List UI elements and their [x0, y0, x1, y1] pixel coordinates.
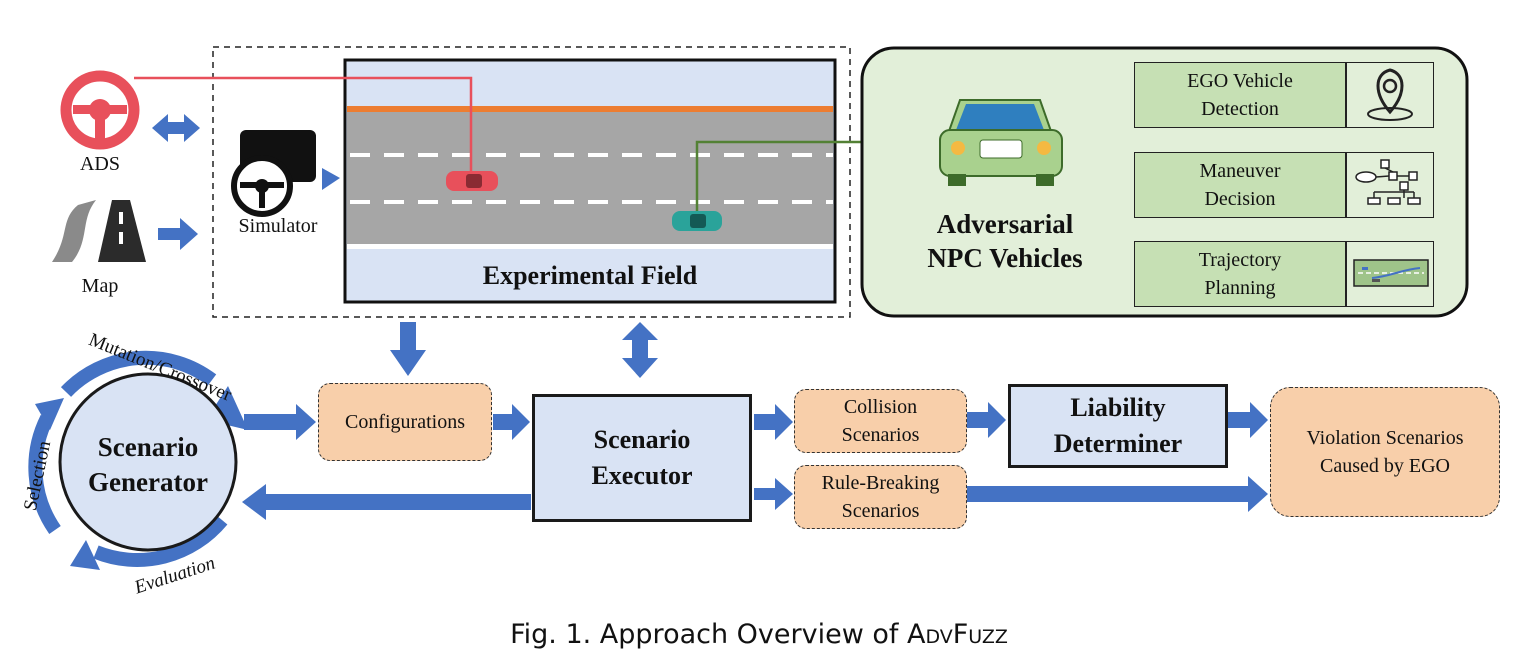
rule-breaking-scenarios-box: Rule-Breaking Scenarios: [794, 465, 967, 529]
npc-title: Adversarial NPC Vehicles: [900, 208, 1110, 276]
executor-to-collision-arrow: [754, 404, 793, 440]
liability-to-violation-arrow: [1228, 402, 1268, 438]
executor-line1: Scenario: [593, 424, 691, 454]
simulator-to-field-arrow: [322, 168, 340, 190]
maneuver-decision-icon-tile: [1346, 152, 1434, 218]
decision-tree-icon: [1355, 159, 1421, 205]
module-line2: Planning: [1204, 277, 1276, 299]
module-line1: Maneuver: [1199, 160, 1281, 182]
simulator-label: Simulator: [238, 215, 318, 237]
ads-label: ADS: [79, 153, 120, 175]
figure-caption: Fig. 1. Approach Overview of AdvFuzz: [300, 618, 1218, 652]
module-line1: Trajectory: [1198, 249, 1282, 271]
trajectory-planning-icon-tile: [1346, 241, 1434, 307]
experimental-field-title: Experimental Field: [482, 261, 698, 290]
violation-line1: Violation Scenarios: [1306, 427, 1464, 449]
liability-line1: Liability: [1070, 392, 1166, 422]
rulebreaking-to-violation-arrow: [967, 476, 1268, 512]
violation-line2: Caused by EGO: [1320, 455, 1450, 477]
generator-title: Scenario Generator: [68, 430, 228, 500]
ego-detection-icon-tile: [1346, 62, 1434, 128]
npc-car-icon: [672, 211, 722, 231]
npc-title-line1: Adversarial: [936, 209, 1074, 239]
map-label: Map: [81, 275, 119, 297]
executor-to-rulebreaking-arrow: [754, 478, 793, 510]
trajectory-icon: [1353, 259, 1429, 287]
rule-line1: Rule-Breaking: [821, 472, 940, 494]
trajectory-planning-module: Trajectory Planning: [1134, 241, 1346, 307]
generator-title-line1: Scenario: [97, 432, 199, 462]
steering-wheel-icon: [60, 70, 140, 150]
module-line1: EGO Vehicle: [1187, 70, 1293, 92]
liability-determiner-box: Liability Determiner: [1008, 384, 1228, 468]
generator-title-line2: Generator: [88, 467, 208, 498]
collision-to-liability-arrow: [967, 402, 1006, 438]
npc-car-front-icon: [939, 99, 1063, 186]
liability-line2: Determiner: [1053, 429, 1183, 458]
collision-line1: Collision: [843, 396, 918, 418]
experimental-field: [343, 58, 837, 304]
generator-circle: [58, 372, 238, 552]
executor-line2: Executor: [591, 461, 693, 490]
caption-prefix: Fig. 1. Approach Overview of: [510, 619, 907, 650]
npc-title-line2: NPC Vehicles: [927, 242, 1083, 273]
ads-connection-line: [134, 76, 473, 171]
ego-car-icon: [446, 171, 498, 191]
ego-detection-module: EGO Vehicle Detection: [1134, 62, 1346, 128]
violation-scenarios-box: Violation Scenarios Caused by EGO: [1270, 387, 1500, 517]
maneuver-decision-module: Maneuver Decision: [1134, 152, 1346, 218]
module-line2: Decision: [1204, 188, 1276, 210]
scenario-executor-box: Scenario Executor: [532, 394, 752, 522]
simulator-dashed-frame: [212, 46, 851, 318]
simulator-icon: [231, 130, 316, 217]
generator-to-configurations-arrow: [244, 404, 316, 440]
map-road-icon: [52, 200, 146, 262]
module-line2: Detection: [1201, 98, 1279, 120]
location-pin-icon: [1367, 68, 1413, 121]
caption-name: AdvFuzz: [906, 619, 1008, 650]
configurations-box: Configurations: [318, 383, 492, 461]
configurations-to-executor-arrow: [493, 404, 530, 440]
generator-cycle-arrows: [28, 350, 228, 567]
rule-line2: Scenarios: [841, 500, 920, 522]
map-to-simulator-arrow: [158, 218, 198, 250]
collision-line2: Scenarios: [841, 424, 920, 446]
executor-to-generator-arrow: [242, 484, 531, 520]
ads-simulator-double-arrow: [152, 114, 200, 142]
collision-scenarios-box: Collision Scenarios: [794, 389, 967, 453]
field-executor-double-arrow: [622, 322, 658, 378]
to-configurations-arrow: [390, 322, 426, 376]
